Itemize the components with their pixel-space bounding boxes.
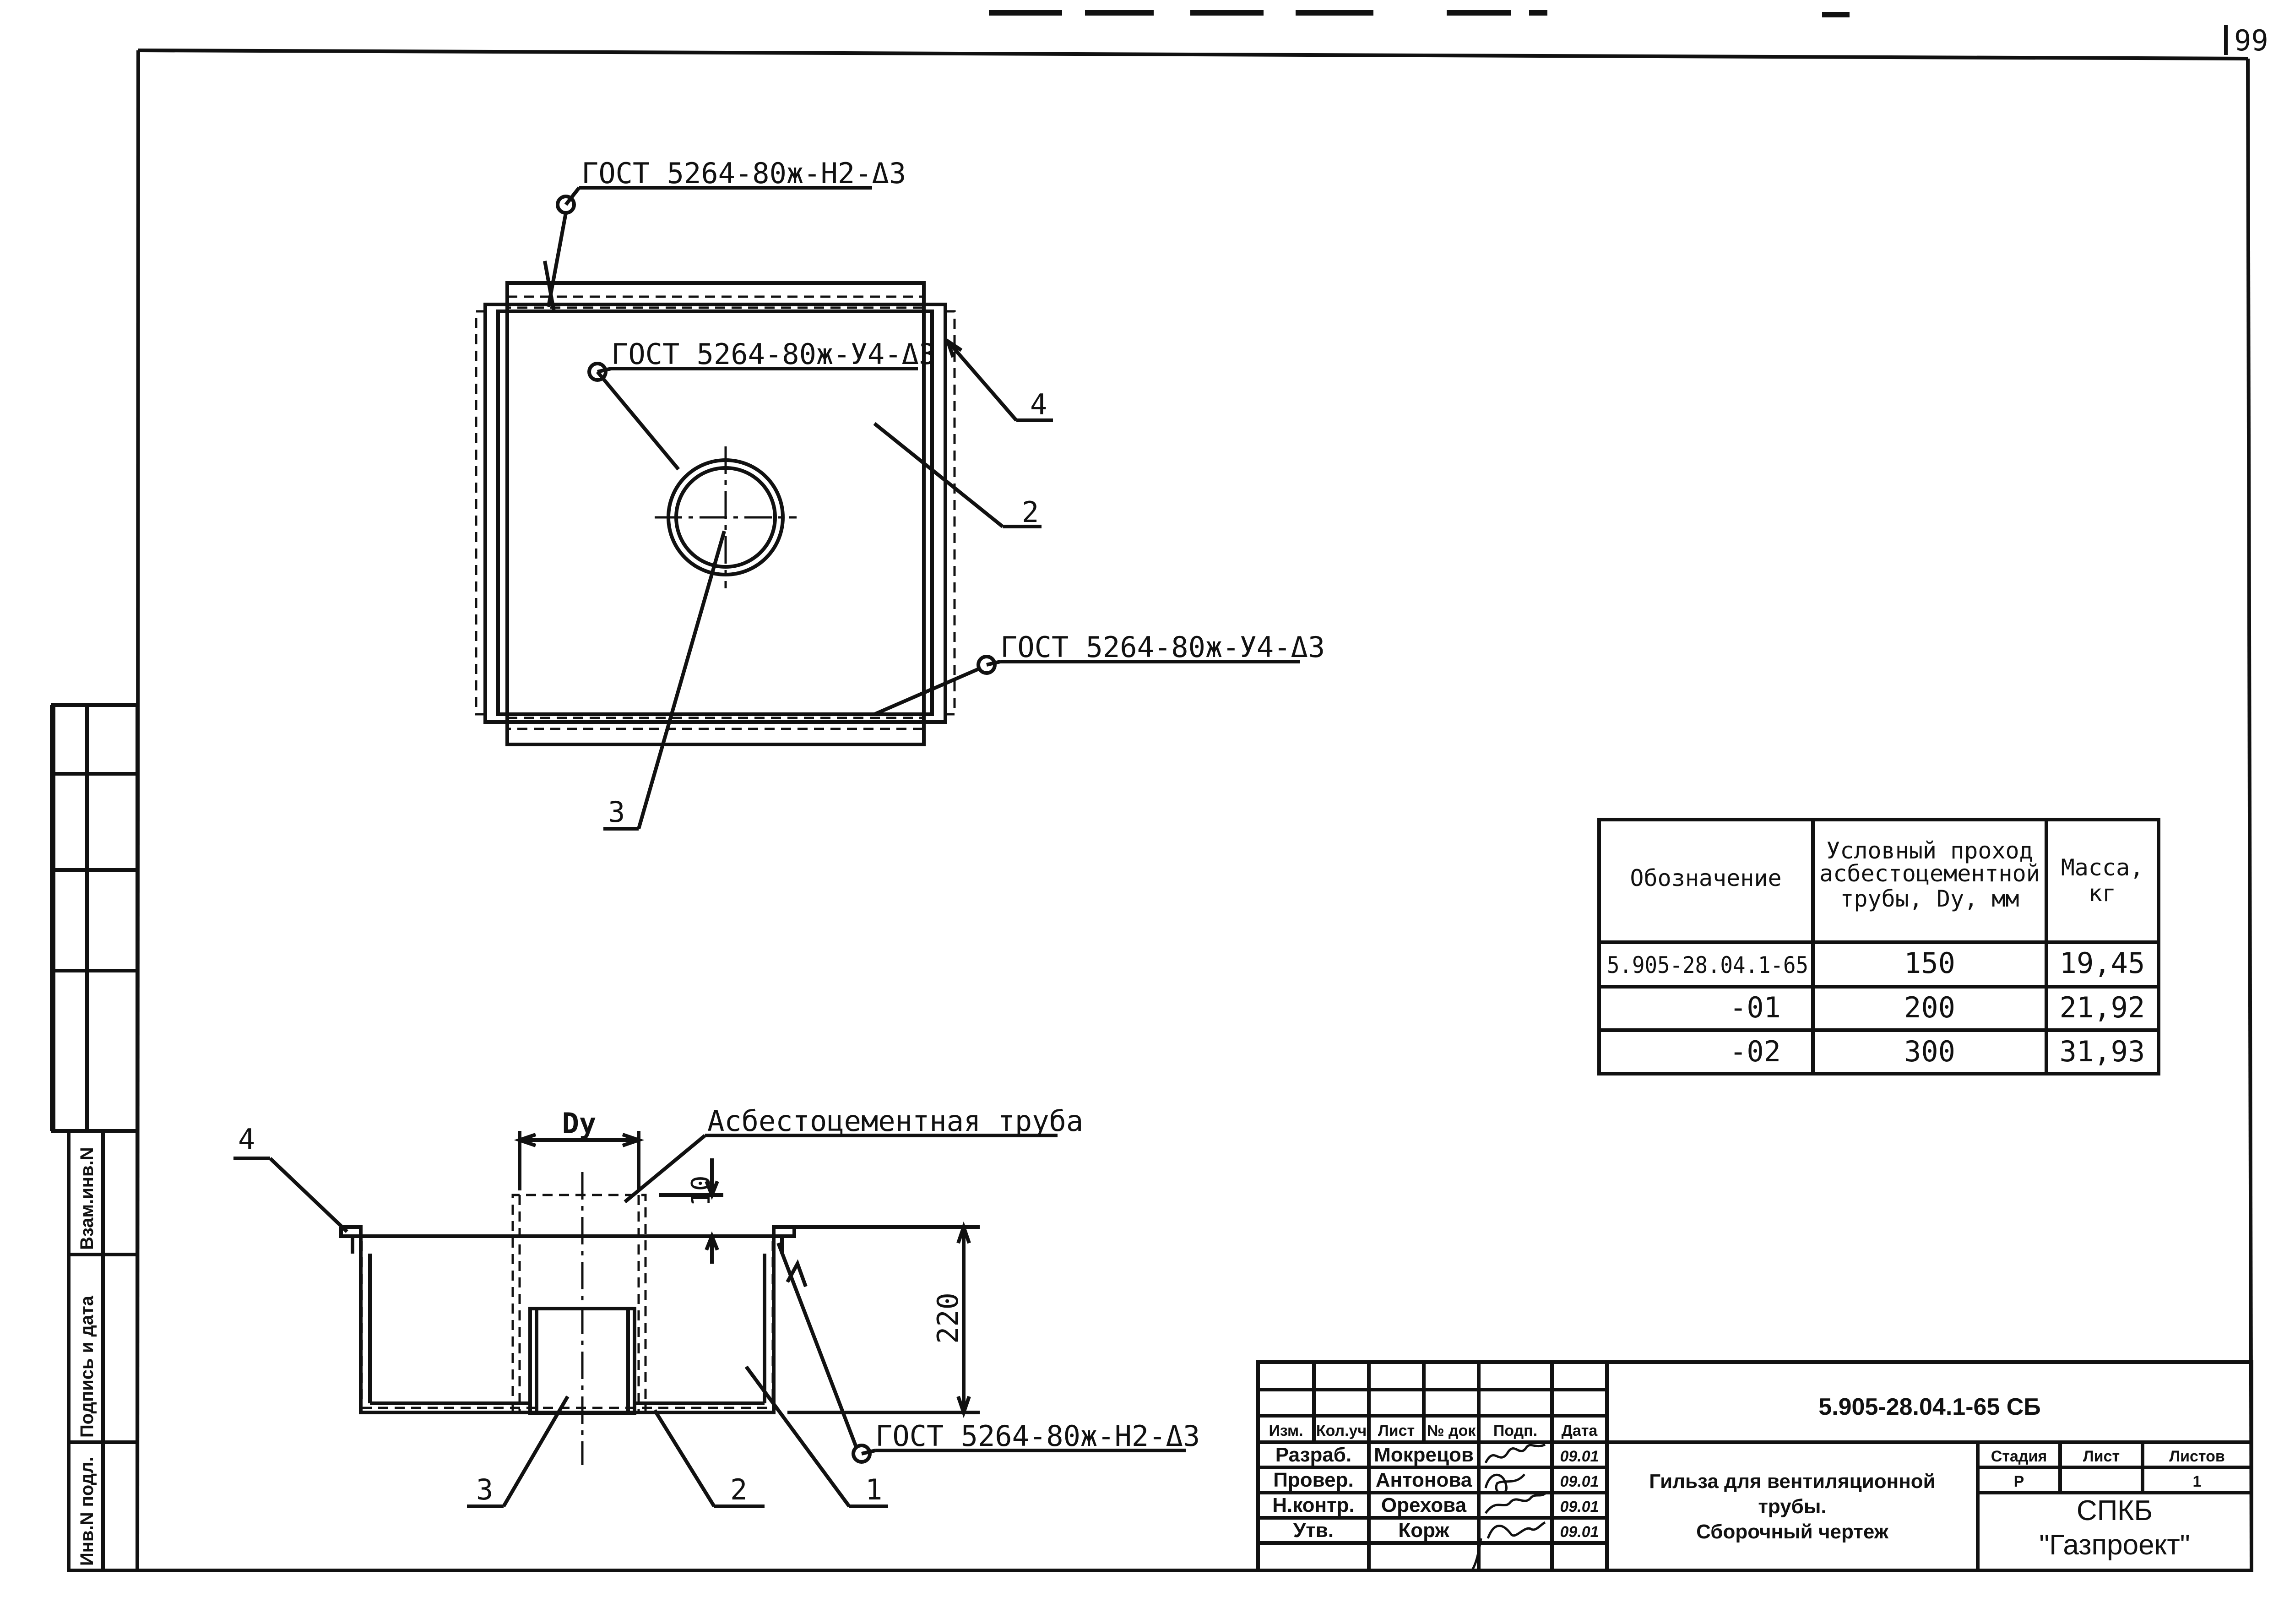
sheet-number: 99	[2234, 24, 2268, 57]
spec-row-1-designation: 5.905-28.04.1-65	[1607, 952, 1808, 978]
spec-row-2-dy: 200	[1904, 991, 1955, 1024]
spec-header-mass-line1: Масса,	[2061, 854, 2144, 881]
tb-col-podp: Подп.	[1493, 1422, 1537, 1439]
tb-date-nkontr: 09.01	[1560, 1498, 1599, 1515]
tb-col-ndok: № док	[1427, 1422, 1476, 1439]
plan-callout-4-leader	[944, 337, 1053, 422]
stamp-label-vzam-inv: Взам.инв.N	[77, 1147, 97, 1250]
tb-role-utv: Утв.	[1293, 1519, 1334, 1542]
side-stamp	[50, 703, 139, 1572]
section-callout-1-leader	[744, 1365, 888, 1508]
plan-view	[475, 281, 956, 746]
pipe-label-leader	[624, 1134, 1058, 1204]
tb-name-razrab: Мокрецов	[1374, 1444, 1474, 1466]
spec-header-dy-line2: асбестоцементной	[1819, 860, 2040, 887]
tb-role-razrab: Разраб.	[1275, 1444, 1351, 1466]
tb-sheets-value: 1	[2193, 1473, 2202, 1490]
dim-220-lines	[787, 1221, 980, 1418]
spec-row-1-dy: 150	[1904, 946, 1955, 980]
spec-row-3-dy: 300	[1904, 1035, 1955, 1068]
weld-callout-inner	[587, 362, 918, 471]
section-callout-4-leader	[233, 1157, 348, 1233]
stamp-label-inv-podl: Инв.N подл.	[77, 1456, 97, 1566]
tb-name-utv: Корж	[1398, 1519, 1449, 1542]
plan-callout-4: 4	[1030, 388, 1047, 421]
dim-220: 220	[931, 1293, 965, 1344]
stamp-label-podpis-data: Подпись и дата	[77, 1295, 97, 1438]
tb-col-kolvo: Кол.уч	[1316, 1422, 1367, 1439]
tb-role-prover: Провер.	[1273, 1469, 1353, 1491]
section-callout-2: 2	[730, 1473, 747, 1506]
org-line1: СПКБ	[2077, 1495, 2153, 1526]
tb-role-nkontr: Н.контр.	[1272, 1494, 1355, 1516]
weld-label-top: ГОСТ 5264-80ж-Н2-Δ3	[581, 157, 906, 190]
section-view	[339, 1172, 796, 1465]
spec-row-2-designation: -01	[1730, 991, 1781, 1024]
weld-label-right: ГОСТ 5264-80ж-У4-Δ3	[1000, 630, 1325, 664]
plan-callout-3-leader	[603, 530, 726, 831]
section-callout-2-leader	[653, 1409, 765, 1508]
weld-callout-top	[543, 186, 872, 312]
tb-stage-header: Стадия	[1991, 1448, 2047, 1465]
plan-callout-2-leader	[873, 422, 1042, 528]
section-callout-4: 4	[238, 1123, 255, 1156]
org-line2: "Газпроект"	[2039, 1529, 2190, 1561]
tb-col-list: Лист	[1378, 1422, 1415, 1439]
spec-row-3-mass: 31,93	[2060, 1035, 2145, 1068]
doc-title-line3: Сборочный чертеж	[1696, 1521, 1889, 1543]
tb-sheet-header: Лист	[2083, 1448, 2120, 1465]
tb-col-data: Дата	[1562, 1422, 1598, 1439]
tb-stage-value: Р	[2014, 1473, 2024, 1490]
doc-title-line2: трубы.	[1758, 1495, 1826, 1518]
weld-label-section: ГОСТ 5264-80ж-Н2-Δ3	[875, 1419, 1200, 1453]
signature-marks	[1470, 1443, 1546, 1571]
spec-row-3-designation: -02	[1730, 1035, 1781, 1068]
spec-header-dy-line3: трубы, Dy, мм	[1840, 885, 2019, 912]
spec-row-1-mass: 19,45	[2060, 946, 2145, 980]
weld-callout-right	[873, 655, 1300, 716]
spec-table	[1597, 818, 2160, 1075]
spec-row-2-mass: 21,92	[2060, 991, 2145, 1024]
tb-date-razrab: 09.01	[1560, 1448, 1599, 1465]
dim-dy-lines	[514, 1131, 645, 1190]
document-code: 5.905-28.04.1-65 СБ	[1818, 1394, 2040, 1420]
title-block-grid	[1256, 1360, 2253, 1572]
dim-dy: Dy	[562, 1107, 597, 1140]
section-callout-3: 3	[476, 1473, 493, 1506]
dim-10: 10	[686, 1176, 716, 1206]
sheet-frame	[69, 49, 2253, 1572]
weld-label-inner: ГОСТ 5264-80ж-У4-Δ3	[611, 337, 936, 371]
spec-header-dy-line1: Условный проход	[1826, 837, 2033, 864]
plan-callout-3: 3	[608, 795, 625, 829]
tb-name-nkontr: Орехова	[1381, 1494, 1467, 1516]
tb-sheets-header: Листов	[2169, 1448, 2225, 1465]
tb-col-izm: Изм.	[1269, 1422, 1303, 1439]
spec-header-mass-line2: кг	[2089, 880, 2116, 907]
top-scan-marks	[989, 10, 1850, 17]
tb-date-prover: 09.01	[1560, 1473, 1599, 1490]
doc-title-line1: Гильза для вентиляционной	[1649, 1470, 1935, 1493]
section-callout-1: 1	[865, 1473, 882, 1506]
weld-callout-section	[776, 1242, 1186, 1464]
section-callout-3-leader	[467, 1395, 570, 1508]
dim-10-lines	[659, 1158, 723, 1264]
tb-date-utv: 09.01	[1560, 1523, 1599, 1541]
tb-name-prover: Антонова	[1376, 1469, 1472, 1491]
pipe-label: Асбестоцементная труба	[707, 1104, 1083, 1138]
plan-callout-2: 2	[1022, 495, 1039, 529]
spec-header-designation: Обозначение	[1630, 865, 1781, 891]
